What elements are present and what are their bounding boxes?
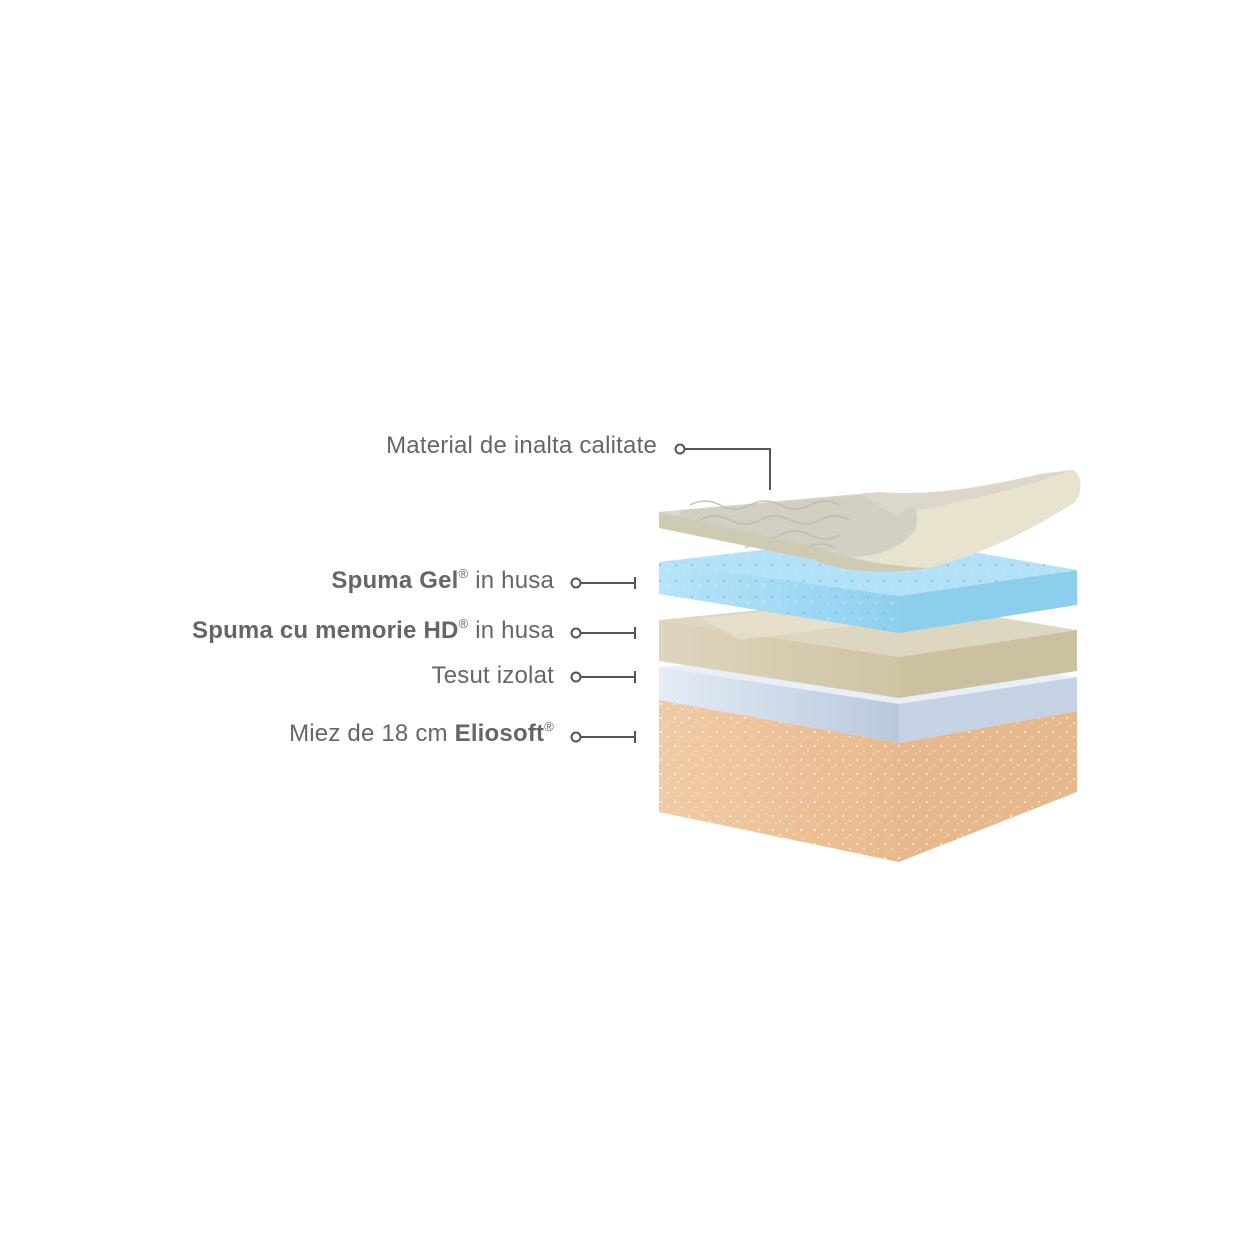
label-top-material: Material de inalta calitate xyxy=(386,432,657,459)
label-insulating-fabric: Tesut izolat xyxy=(431,662,554,689)
leader-dot-core xyxy=(570,731,582,743)
leader-dot-gel xyxy=(570,577,582,589)
label-memory-foam: Spuma cu memorie HD® in husa xyxy=(192,616,554,644)
leader-lines xyxy=(570,443,771,743)
leader-dot-top xyxy=(674,443,686,455)
gel-foam-layer xyxy=(659,536,1077,633)
quilted-top-layer xyxy=(659,470,1081,572)
label-core: Miez de 18 cm Eliosoft® xyxy=(289,719,554,747)
leader-dot-fabric xyxy=(570,671,582,683)
leader-dot-memory xyxy=(570,627,582,639)
label-gel-foam: Spuma Gel® in husa xyxy=(331,566,554,594)
